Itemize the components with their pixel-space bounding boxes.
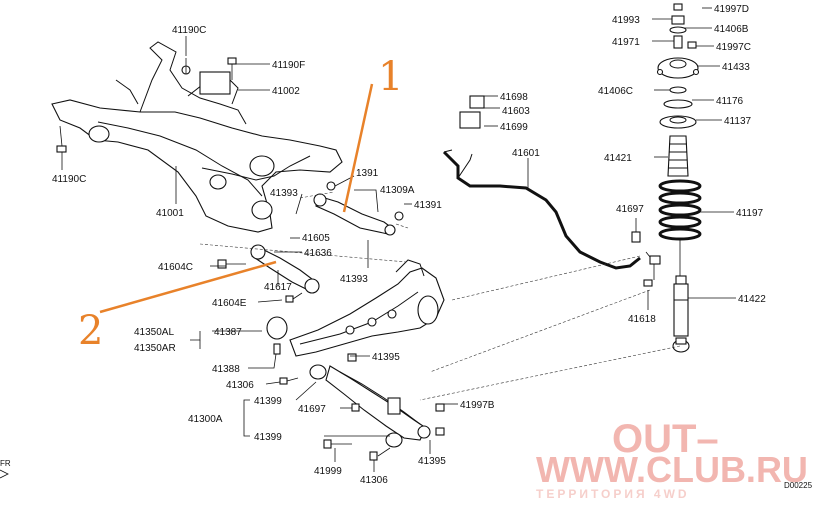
part-number: 41604E [212,298,247,309]
part-number: 1391 [356,168,379,179]
part-number: 41399 [254,432,282,443]
part-number: 41617 [264,282,292,293]
fr-marker: FR [0,459,11,468]
part-number: 41300A [188,414,223,425]
upper-arm [313,181,404,236]
watermark-line2: WWW.CLUB.RU [536,449,808,490]
part-number: 41618 [628,314,656,325]
part-number: 41306 [360,475,388,486]
leader-lines [61,7,736,472]
watermark: OUT– WWW.CLUB.RU ТЕРРИТОРИЯ 4WD [536,417,808,501]
watermark-line3: ТЕРРИТОРИЯ 4WD [536,487,690,501]
part-number: 41603 [502,106,530,117]
part-number: 41190F [272,60,305,71]
subframe-crossmember [51,41,343,233]
part-number: 41002 [272,86,300,97]
part-number: 41421 [604,153,632,164]
annotation-label-2: 2 [78,308,103,354]
part-number: 41393 [340,274,368,285]
part-number: 41190C [172,25,206,36]
part-number: 41391 [414,200,442,211]
part-number: 41176 [716,96,744,107]
part-number: 41604C [158,262,193,273]
part-number: 41697 [616,204,644,215]
part-number: 41350AR [134,343,176,354]
stabilizer-bar [442,95,661,287]
part-number: 41993 [612,15,640,26]
part-number: 41190C [52,174,86,185]
part-number: 41433 [722,62,750,73]
part-number: 41399 [254,396,282,407]
part-number: 41395 [372,352,400,363]
annotation-leaders [99,83,374,314]
watermark-line1: OUT– [612,417,719,461]
part-number: 41197 [736,208,764,219]
part-number: 41309A [380,185,415,196]
bolt-top [227,57,237,80]
trailing-arm [266,259,445,357]
part-number: 41997B [460,400,495,411]
part-number: 41605 [302,233,330,244]
diagram-code: D00225 [784,481,813,490]
coil-spring [658,179,702,241]
part-number: 41406B [714,24,749,35]
footer: FR D00225 [0,459,813,490]
part-number: 41137 [724,116,752,127]
part-number: 41388 [212,364,240,375]
part-number: 41971 [612,37,640,48]
bolt-left [56,125,67,153]
part-number: 41999 [314,466,342,477]
lower-lateral-arm [217,244,320,303]
annotation-label-1: 1 [378,54,403,100]
part-number: 41997C [716,42,751,53]
part-number: 41699 [500,122,528,133]
part-number: 41001 [156,208,184,219]
reference-lines [199,191,681,401]
part-number: 41387 [214,327,242,338]
part-number: 41395 [418,456,446,467]
part-number: 41997D [714,4,749,15]
part-number: 41422 [738,294,766,305]
part-number: 41636 [304,248,332,259]
part-number: 41406C [598,86,633,97]
part-number: 41601 [512,148,540,159]
part-number: 41393 [270,188,298,199]
part-number: 41350AL [134,327,174,338]
lower-arm-assembly [279,353,445,461]
part-number: 41306 [226,380,254,391]
part-number: 41697 [298,404,326,415]
part-labels: 41190C 41190F 41002 41190C 41001 1391 41… [52,4,766,486]
part-number: 41698 [500,92,528,103]
strut-assembly [656,3,702,353]
